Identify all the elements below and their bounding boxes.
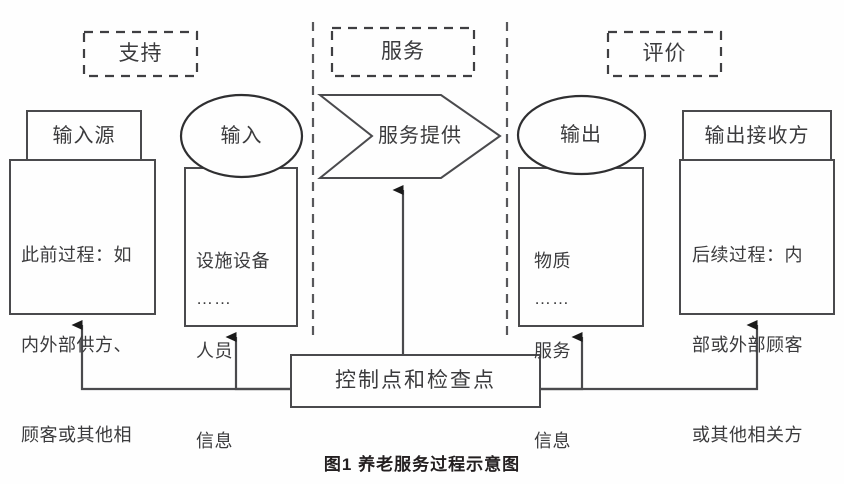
node-box-control — [290, 354, 541, 408]
node-ellipse-input — [179, 93, 304, 179]
figure-caption: 图1 养老服务过程示意图 — [323, 455, 521, 474]
phase-box-support — [82, 30, 199, 78]
connector-control-to-input — [225, 332, 291, 391]
node-ellipse-output — [516, 94, 647, 176]
node-box-output-body — [518, 167, 644, 327]
connector-control-to-output — [540, 332, 584, 391]
node-box-output-receiver-title — [682, 110, 832, 164]
connector-control-bus-left — [71, 320, 291, 391]
node-box-input-source-body — [9, 159, 156, 315]
phase-box-evaluation — [606, 30, 723, 78]
node-box-output-receiver-body — [679, 159, 835, 315]
node-chevron-service-delivery — [317, 94, 502, 179]
node-box-input-body — [184, 167, 298, 327]
connector-control-bus-right — [540, 320, 759, 391]
node-box-input-source-title — [26, 110, 142, 164]
phase-box-service — [330, 26, 476, 78]
